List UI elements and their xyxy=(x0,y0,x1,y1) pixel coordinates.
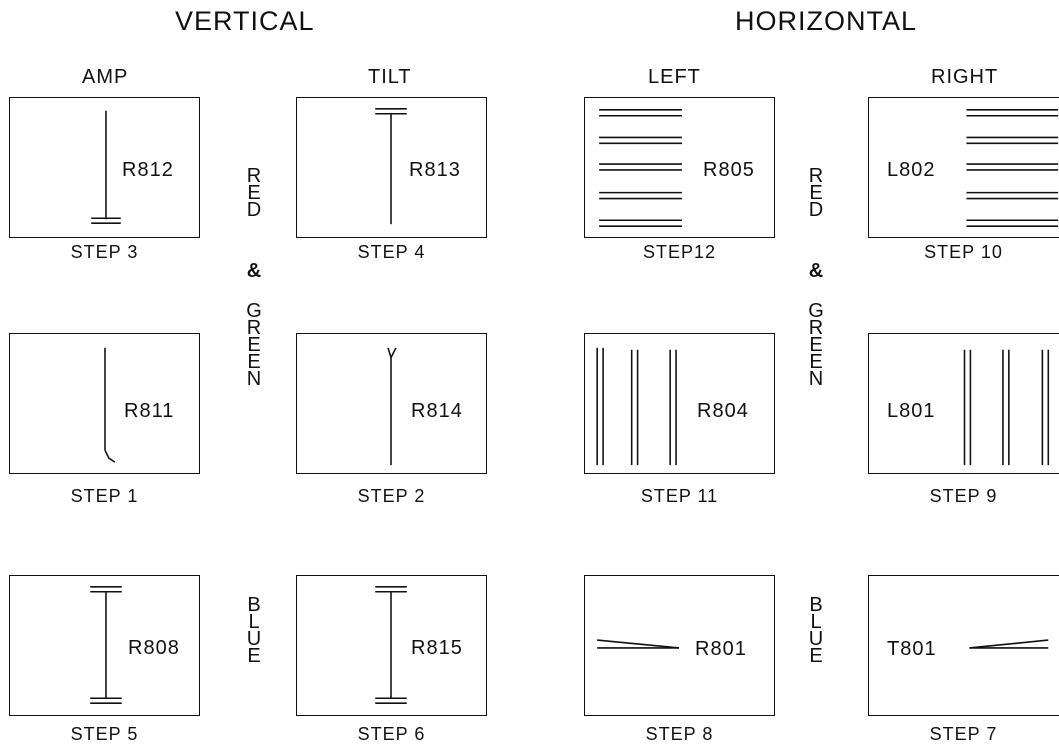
column-title-right: RIGHT xyxy=(931,66,999,88)
group-label-letter: R xyxy=(808,317,824,339)
step-label: STEP 5 xyxy=(70,724,139,744)
section-title-vertical: VERTICAL xyxy=(175,6,315,36)
group-label-letter: E xyxy=(809,645,823,667)
group-label-letter: E xyxy=(247,182,261,204)
group-label-letter: R xyxy=(808,165,824,187)
step-label: STEP 1 xyxy=(70,486,139,506)
step-label: STEP 8 xyxy=(645,724,714,744)
component-label: L801 xyxy=(887,400,936,422)
group-label-letter: D xyxy=(808,199,824,221)
step-label: STEP 4 xyxy=(357,242,426,262)
waveform-amp-middle xyxy=(104,347,116,463)
step-label: STEP 6 xyxy=(357,724,426,744)
panel-step-12: R805 xyxy=(584,97,775,238)
group-label-letter: N xyxy=(246,368,262,390)
component-label: R808 xyxy=(128,637,180,659)
component-label: R815 xyxy=(411,637,463,659)
group-label-letter: E xyxy=(247,334,261,356)
group-label-letter: N xyxy=(808,368,824,390)
waveform-vertical-lines-right xyxy=(963,349,1050,466)
step-label: STEP12 xyxy=(642,242,717,262)
column-title-tilt: TILT xyxy=(368,66,412,88)
step-label: STEP 9 xyxy=(929,486,998,506)
step-label: STEP 10 xyxy=(924,242,1003,262)
component-label: R805 xyxy=(703,159,755,181)
waveform-vertical-lines-left xyxy=(596,347,677,466)
group-label-letter: L xyxy=(248,611,260,633)
step-label: STEP 7 xyxy=(929,724,998,744)
section-title-horizontal: HORIZONTAL xyxy=(735,6,918,36)
group-label-letter: B xyxy=(809,594,823,616)
component-label: T801 xyxy=(887,638,937,660)
component-label: R814 xyxy=(411,400,463,422)
column-title-left: LEFT xyxy=(648,66,701,88)
group-label-letter: E xyxy=(809,351,823,373)
waveform-amp-bottom xyxy=(90,586,122,704)
group-label-letter: E xyxy=(247,351,261,373)
group-label-letter: R xyxy=(246,317,262,339)
waveform-tilt-middle xyxy=(387,347,397,466)
panel-step-1: R811 xyxy=(9,333,200,474)
panel-step-6: R815 xyxy=(296,575,487,716)
component-label: R813 xyxy=(409,159,461,181)
group-label-letter: L xyxy=(810,611,822,633)
panel-step-7: T801 xyxy=(868,575,1059,716)
column-title-amp: AMP xyxy=(82,66,129,88)
panel-step-8: R801 xyxy=(584,575,775,716)
waveform-amp-top xyxy=(91,110,121,224)
group-label-letter: G xyxy=(246,300,262,322)
component-label: L802 xyxy=(887,159,936,181)
group-label-amp-vertical: & xyxy=(246,260,262,282)
waveform-wedge-right xyxy=(969,639,1049,649)
group-label-letter: U xyxy=(246,628,262,650)
waveform-horizontal-lines-right xyxy=(966,109,1059,227)
waveform-tilt-bottom xyxy=(375,586,407,704)
waveform-horizontal-lines-left xyxy=(599,109,682,227)
group-label-letter: U xyxy=(808,628,824,650)
panel-step-9: L801 xyxy=(868,333,1059,474)
panel-step-11: R804 xyxy=(584,333,775,474)
component-label: R811 xyxy=(124,400,175,422)
panel-step-3: R812 xyxy=(9,97,200,238)
group-label-letter: E xyxy=(247,645,261,667)
component-label: R812 xyxy=(122,159,174,181)
group-label-letter: B xyxy=(247,594,261,616)
step-label: STEP 3 xyxy=(70,242,139,262)
waveform-wedge-left xyxy=(597,639,680,649)
group-label-letter: D xyxy=(246,199,262,221)
panel-step-2: R814 xyxy=(296,333,487,474)
panel-step-5: R808 xyxy=(9,575,200,716)
panel-step-10: L802 xyxy=(868,97,1059,238)
panel-step-4: R813 xyxy=(296,97,487,238)
group-label-amp-horizontal: & xyxy=(808,260,824,282)
group-label-letter: R xyxy=(246,165,262,187)
step-label: STEP 11 xyxy=(640,486,719,506)
component-label: R801 xyxy=(695,638,747,660)
component-label: R804 xyxy=(697,400,749,422)
waveform-tilt-top xyxy=(375,108,407,225)
group-label-letter: G xyxy=(808,300,824,322)
group-label-letter: E xyxy=(809,182,823,204)
step-label: STEP 2 xyxy=(357,486,426,506)
group-label-letter: E xyxy=(809,334,823,356)
